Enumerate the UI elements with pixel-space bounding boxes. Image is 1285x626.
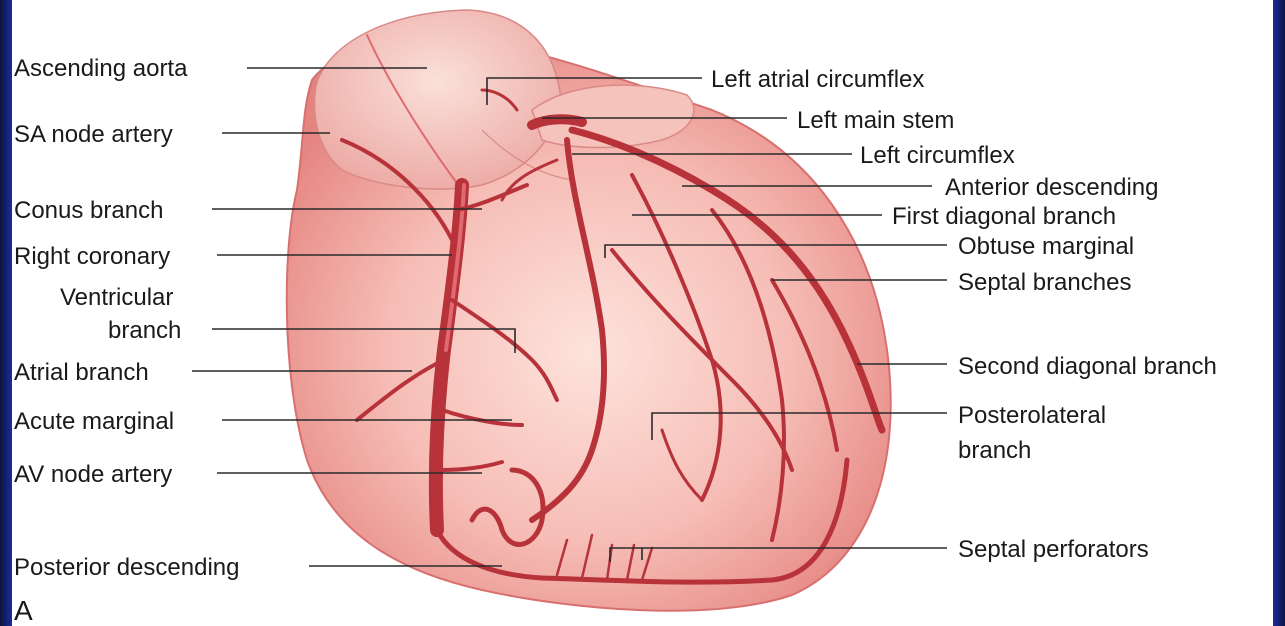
diagram-frame: Ascending aorta SA node artery Conus bra… <box>12 0 1273 626</box>
label-ventricular-line2: branch <box>108 317 181 344</box>
figure-letter: A <box>14 595 33 626</box>
slide-border-left <box>0 0 12 626</box>
label-septal-branches: Septal branches <box>958 269 1131 296</box>
label-posterior-descending: Posterior descending <box>14 554 239 581</box>
label-acute-marginal: Acute marginal <box>14 408 174 435</box>
label-conus-branch: Conus branch <box>14 197 163 224</box>
label-ascending-aorta: Ascending aorta <box>14 55 188 82</box>
label-ventricular-line1: Ventricular <box>60 284 173 311</box>
label-left-main-stem: Left main stem <box>797 107 954 134</box>
label-right-coronary: Right coronary <box>14 243 170 270</box>
label-septal-perforators: Septal perforators <box>958 536 1149 563</box>
heart-diagram: Ascending aorta SA node artery Conus bra… <box>12 0 1273 626</box>
label-second-diagonal-branch: Second diagonal branch <box>958 353 1217 380</box>
label-av-node-artery: AV node artery <box>14 461 172 488</box>
label-obtuse-marginal: Obtuse marginal <box>958 233 1134 260</box>
label-sa-node-artery: SA node artery <box>14 121 173 148</box>
label-atrial-branch: Atrial branch <box>14 359 149 386</box>
label-left-atrial-circumflex: Left atrial circumflex <box>711 66 924 93</box>
label-first-diagonal-branch: First diagonal branch <box>892 203 1116 230</box>
label-posterolateral-line2: branch <box>958 437 1031 464</box>
label-posterolateral-line1: Posterolateral <box>958 402 1106 429</box>
slide-border-right <box>1273 0 1285 626</box>
label-left-circumflex: Left circumflex <box>860 142 1015 169</box>
label-anterior-descending: Anterior descending <box>945 174 1158 201</box>
